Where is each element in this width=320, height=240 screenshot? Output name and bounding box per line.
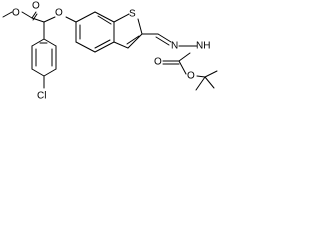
thiophene-sulfur-label: S [129,9,136,20]
hydrazine-nh-label: NH [196,41,210,52]
carbamate-ester-oxygen-label: O [187,71,195,82]
chemical-structure-diagram: O O O Cl S N NH O O [2,1,218,102]
hydrazone-nitrogen-label: N [171,41,178,52]
methoxy-oxygen-label: O [12,8,20,19]
carbamate-carbonyl-oxygen-label: O [154,57,162,68]
atom-labels: O O O Cl S N NH O O [12,1,210,102]
ester-carbonyl-oxygen-label: O [32,1,40,12]
chlorine-label: Cl [37,91,46,102]
bonds [2,11,218,91]
ether-oxygen-label: O [55,8,63,19]
